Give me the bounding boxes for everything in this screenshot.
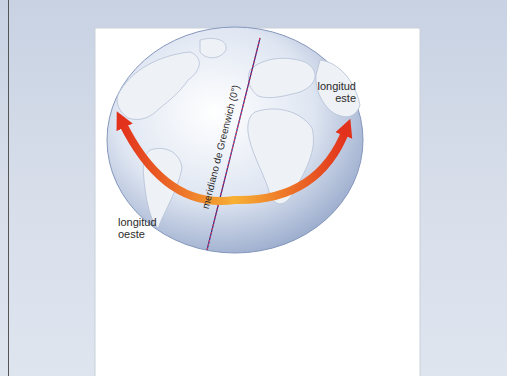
longitude-label: longitud este: [300, 80, 356, 104]
frame-line: [8, 0, 9, 376]
east-arrow: [235, 130, 346, 200]
longitude-label: longitud oeste: [118, 216, 174, 240]
image-panel: [95, 28, 420, 376]
globe: [107, 27, 363, 253]
continents: [117, 38, 360, 228]
